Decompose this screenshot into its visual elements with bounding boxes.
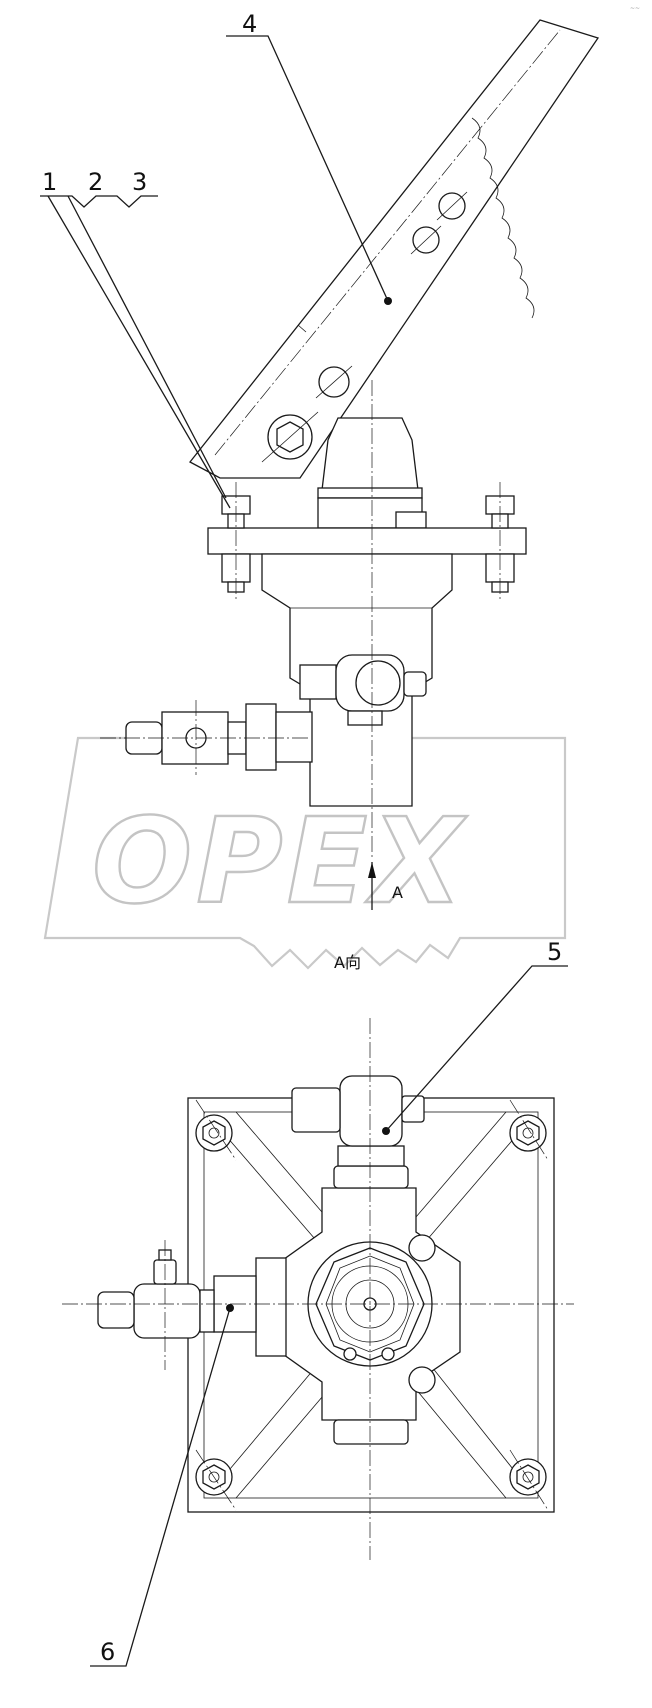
side-fitting [299, 654, 427, 726]
valve-dome [321, 417, 419, 491]
mounting-flange [207, 527, 527, 555]
corner-mark: ~~ [630, 5, 640, 12]
callout-4: 4 [226, 10, 389, 302]
pedal-hole [315, 365, 353, 399]
pedal-assembly [189, 19, 600, 479]
callout-part-4: 4 [242, 10, 257, 38]
view-title: A向 [334, 953, 361, 972]
top-tee-fitting [339, 1075, 403, 1147]
corner-bolt [195, 1114, 233, 1152]
outlet-fitting [125, 703, 313, 771]
watermark-logo: OPEX [43, 736, 567, 970]
callout-part-6: 6 [100, 1638, 115, 1666]
corner-bolt [509, 1458, 547, 1496]
callout-5: 5 [385, 938, 568, 1132]
view-arrow-label: A [392, 883, 403, 902]
pedal-arm [189, 19, 600, 479]
callout-part-5: 5 [547, 938, 562, 966]
pedal-hole [410, 225, 442, 255]
view-arrow: A [368, 862, 403, 910]
callout-part-1: 1 [42, 168, 57, 196]
callout-1-2-3: 1 2 3 [40, 168, 231, 509]
valve-body-side [100, 380, 527, 860]
pedal-hole [436, 191, 468, 221]
valve-end-view [62, 1018, 574, 1560]
corner-bolt [509, 1114, 547, 1152]
pivot-bolt [261, 411, 319, 463]
callout-part-3: 3 [132, 168, 147, 196]
callout-6: 6 [90, 1307, 231, 1667]
watermark-text: OPEX [92, 792, 467, 930]
callout-part-2: 2 [88, 168, 103, 196]
